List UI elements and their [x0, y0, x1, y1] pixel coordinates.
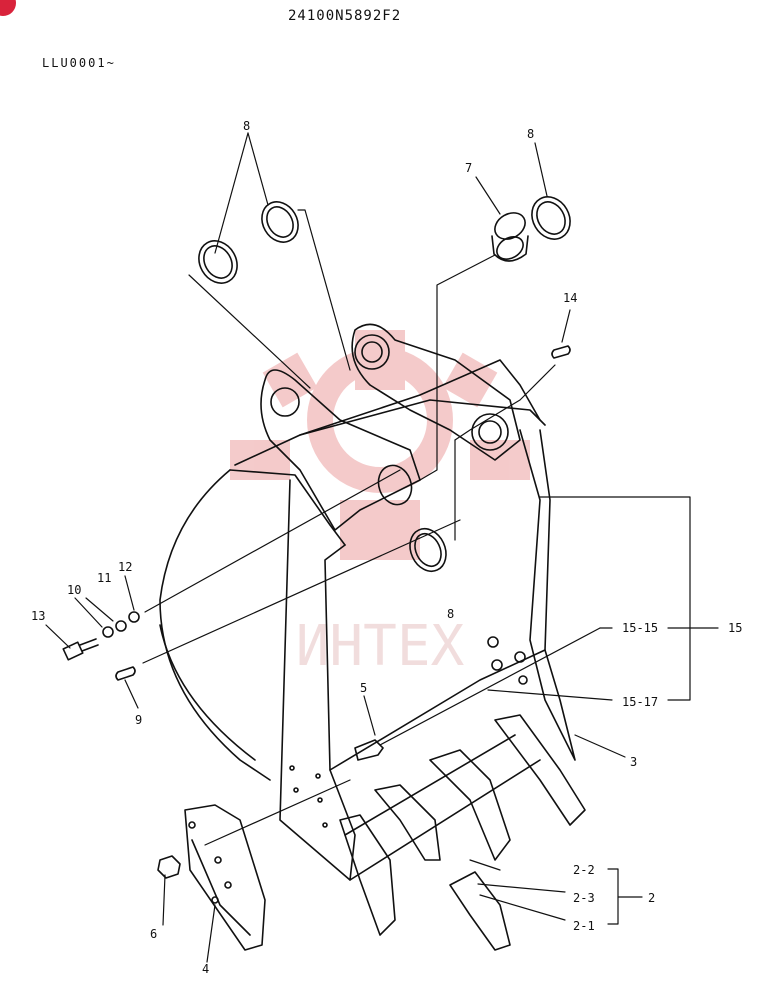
- bucket-teeth: [339, 714, 586, 936]
- callout-6: 6: [150, 927, 157, 941]
- callout-8-lower: 8: [447, 607, 454, 621]
- callout-2-1: 2-1: [573, 919, 595, 933]
- callout-12: 12: [118, 560, 132, 574]
- callout-15: 15: [728, 621, 742, 635]
- callout-10: 10: [67, 583, 81, 597]
- callout-2-2: 2-2: [573, 863, 595, 877]
- o-ring-left-2: [261, 201, 299, 243]
- serial-range: LLU0001~: [42, 56, 116, 70]
- corner-mark: [0, 0, 16, 16]
- callout-15-17: 15-17: [622, 695, 658, 709]
- callout-8-top-right: 8: [527, 127, 534, 141]
- callout-2: 2: [648, 891, 655, 905]
- bolt-13: [62, 638, 99, 661]
- callout-11: 11: [97, 571, 111, 585]
- callout-5: 5: [360, 681, 367, 695]
- callout-15-15: 15-15: [622, 621, 658, 635]
- o-ring-right: [531, 196, 571, 240]
- small-pin-14: [551, 345, 571, 359]
- part-code: 24100N5892F2: [288, 8, 402, 24]
- callout-7: 7: [465, 161, 472, 175]
- bucket-body: [159, 323, 576, 881]
- callout-labels: 8 8 8 7 14 15-15 15 15-17 3 13 10 11 12 …: [31, 119, 742, 976]
- separate-tooth-part-2: [449, 871, 511, 951]
- callout-9: 9: [135, 713, 142, 727]
- washer-11: [115, 620, 127, 632]
- leader-lines-remaining: [45, 469, 719, 963]
- bushing-collar: [491, 212, 529, 262]
- washer-10: [102, 626, 114, 638]
- o-ring-lower: [409, 528, 447, 572]
- washer-12: [128, 611, 140, 623]
- callout-14: 14: [563, 291, 577, 305]
- callout-2-3: 2-3: [573, 891, 595, 905]
- callout-4: 4: [202, 962, 209, 976]
- callout-3: 3: [630, 755, 637, 769]
- callout-13: 13: [31, 609, 45, 623]
- o-ring-left-1: [198, 240, 238, 284]
- nut-6: [157, 855, 181, 879]
- side-cutter-plate: [184, 804, 266, 951]
- callout-8-top-left: 8: [243, 119, 250, 133]
- leader-lines-top: [188, 132, 571, 541]
- watermark-text: ИНТЕХ: [296, 614, 465, 679]
- bolt-5: [354, 739, 384, 761]
- pin-9: [115, 666, 136, 681]
